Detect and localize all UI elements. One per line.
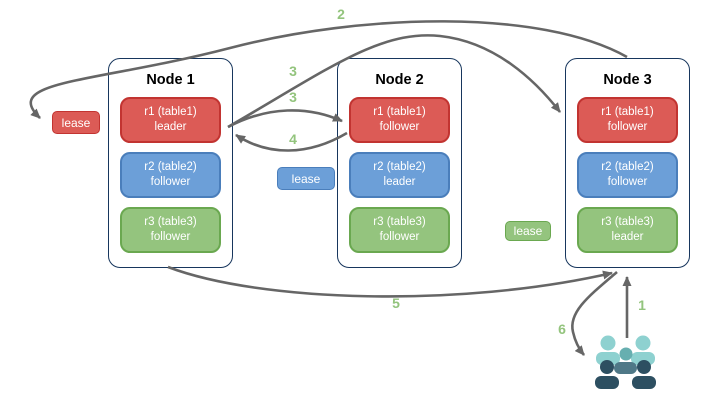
replica-role: follower [150,231,191,243]
node-1-replicas: r1 (table1) leader r2 (table2) follower … [120,97,221,253]
number-step-3-lower: 3 [289,89,297,105]
replica-name: r3 (table3) [144,216,197,228]
lease-badge-r1: lease [52,111,100,134]
lease-badge-r3: lease [505,221,551,241]
node-2-replica-r2: r2 (table2) leader [349,152,450,198]
replica-name: r1 (table1) [144,106,197,118]
node-1-replica-r1: r1 (table1) leader [120,97,221,143]
node-2-replica-r1: r1 (table1) follower [349,97,450,143]
number-step-4: 4 [289,131,297,147]
node-3: Node 3 r1 (table1) follower r2 (table2) … [565,58,690,268]
node-2-replicas: r1 (table1) follower r2 (table2) leader … [349,97,450,253]
replica-role: follower [150,176,191,188]
node-2-title: Node 2 [375,72,424,88]
node-3-title: Node 3 [603,72,652,88]
replica-role: follower [607,121,648,133]
arrow-step-3-to-node2 [227,109,343,129]
node-3-replicas: r1 (table1) follower r2 (table2) followe… [577,97,678,253]
replica-name: r2 (table2) [144,161,197,173]
replica-name: r1 (table1) [373,106,426,118]
replica-role: leader [611,231,644,243]
arrow-step-6 [570,271,618,356]
node-1: Node 1 r1 (table1) leader r2 (table2) fo… [108,58,233,268]
lease-badge-r2: lease [277,167,335,190]
number-step-6: 6 [558,321,566,337]
number-step-1: 1 [638,297,646,313]
replica-name: r1 (table1) [601,106,654,118]
users-group-icon [595,335,656,389]
replica-name: r3 (table3) [601,216,654,228]
replica-name: r3 (table3) [373,216,426,228]
node-1-title: Node 1 [146,72,195,88]
node-2-replica-r3: r3 (table3) follower [349,207,450,253]
node-3-replica-r3: r3 (table3) leader [577,207,678,253]
replica-role: follower [607,176,648,188]
replica-role: follower [379,121,420,133]
node-1-replica-r2: r2 (table2) follower [120,152,221,198]
number-step-5: 5 [392,295,400,311]
replica-name: r2 (table2) [373,161,426,173]
replica-role: follower [379,231,420,243]
replica-role: leader [154,121,187,133]
node-3-replica-r1: r1 (table1) follower [577,97,678,143]
node-2: Node 2 r1 (table1) follower r2 (table2) … [337,58,462,268]
node-3-replica-r2: r2 (table2) follower [577,152,678,198]
number-step-2: 2 [337,6,345,22]
node-1-replica-r3: r3 (table3) follower [120,207,221,253]
replica-role: leader [383,176,416,188]
arrow-step-5 [167,265,613,298]
number-step-3-upper: 3 [289,63,297,79]
replica-name: r2 (table2) [601,161,654,173]
